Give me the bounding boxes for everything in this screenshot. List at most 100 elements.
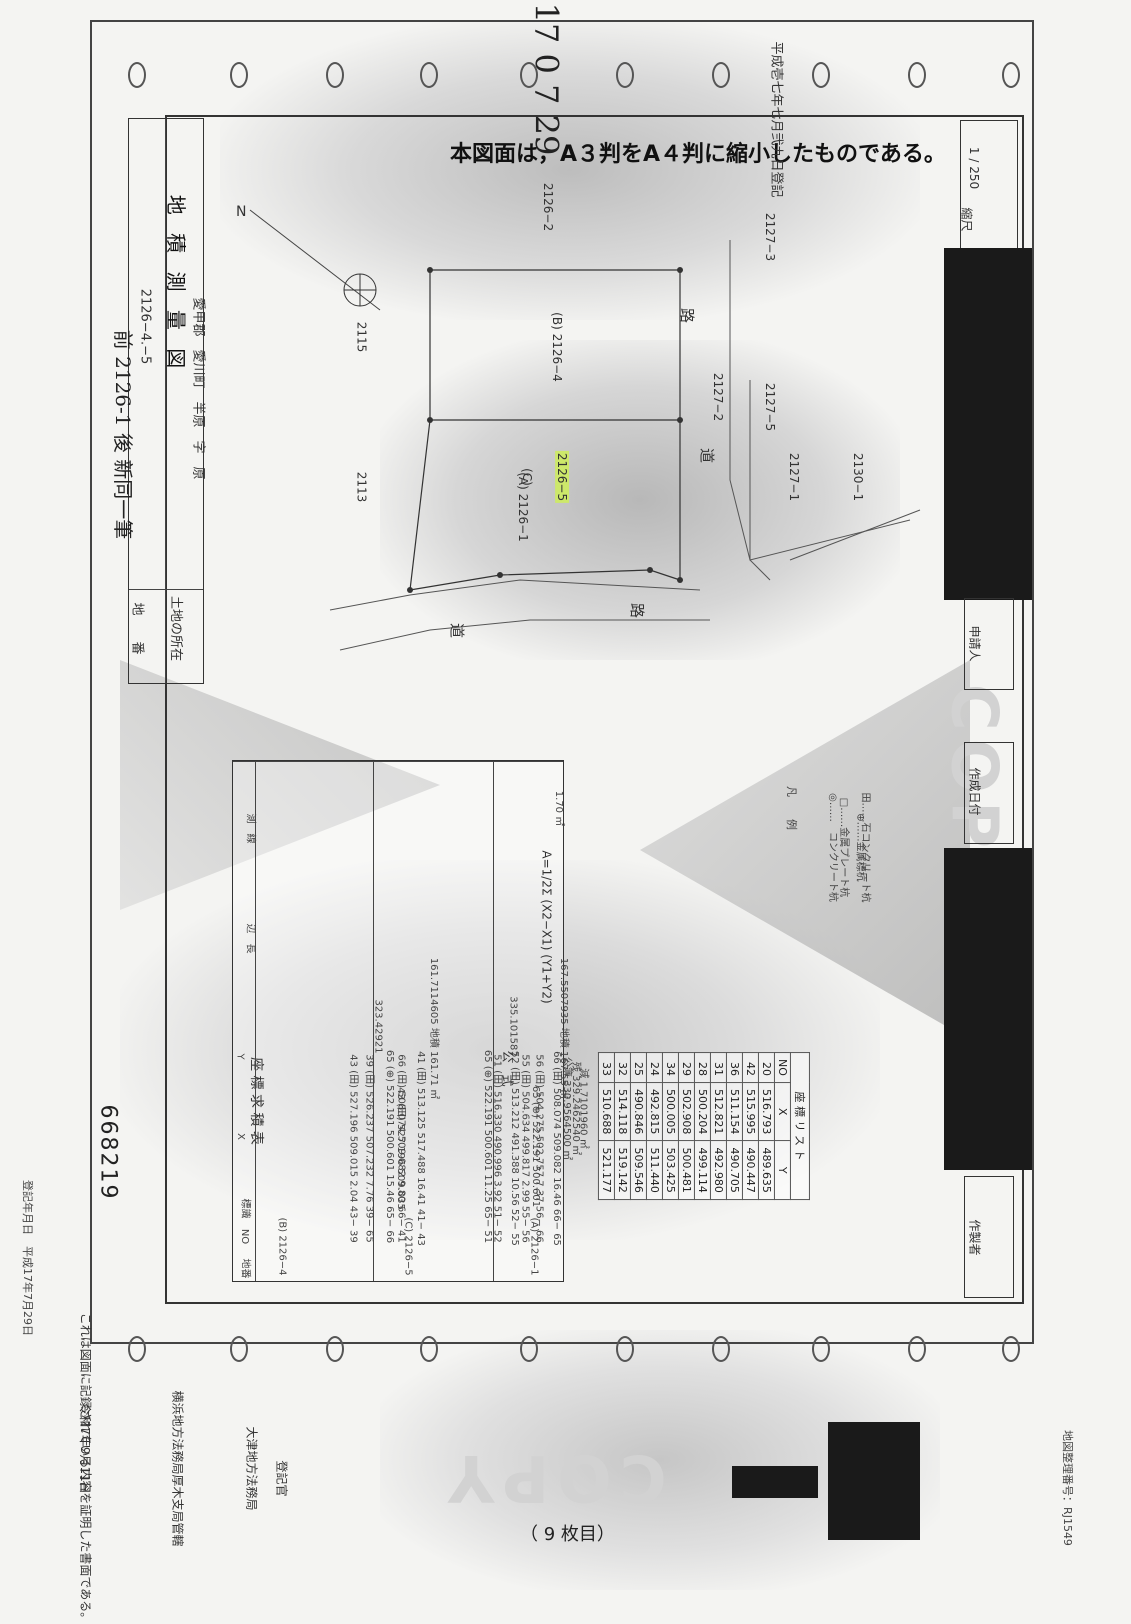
survey-point — [647, 567, 653, 573]
watermark-texture-mid — [380, 340, 900, 660]
legend: 凡 例 ◎…… コンクリート杭 □……金属プレート杭 田……石コンクリート杭 ⊕… — [780, 780, 900, 920]
redaction-box — [732, 1466, 818, 1498]
map-number: 地図整理番号：RJ1549 — [1060, 1430, 1074, 1546]
redaction-box — [944, 848, 1032, 1170]
parcel-label-2126-1: (A) 2126−1 — [515, 472, 530, 542]
parcel-label-2126-5: 2126−5 — [555, 450, 570, 504]
survey-drawing — [249, 209, 921, 651]
road-label: 道 — [698, 447, 717, 464]
location-value: 愛甲郡 愛川町 半原 字 原 — [190, 297, 206, 480]
parcel-line-2127 — [749, 380, 911, 561]
coord-table-title: 座 標 リ ス ト — [790, 1052, 810, 1200]
copy-watermark-bottom: COPY — [440, 1440, 667, 1514]
survey-point — [427, 267, 433, 273]
binder-hole — [326, 62, 344, 88]
surveyor-box: 作製者 — [964, 1176, 1014, 1298]
binder-hole — [812, 1336, 830, 1362]
group-b-row: 43 (田) 527.196 509.035 — [394, 1087, 406, 1210]
group-a-row: 減 1.7101960 ㎡ — [577, 1068, 589, 1149]
area-header-chiban: 地番 — [239, 1258, 251, 1279]
road-label: 路 — [678, 307, 697, 324]
binder-hole — [520, 1336, 538, 1362]
certificate-registrar: 大津地方法務局 — [244, 1426, 259, 1511]
scale-value: 1 / 250 — [967, 146, 982, 190]
coord-header-y: Y — [774, 1140, 791, 1200]
parcel-label-2113: 2113 — [354, 471, 369, 503]
certificate-date: 令和7年9月11日 — [77, 1403, 92, 1494]
binder-hole — [1002, 1336, 1020, 1362]
group-b-row: 65 (⊕) 522.191 500.601 15.46 65− 66 — [384, 1049, 396, 1244]
parcel-label-2115: 2115 — [354, 321, 369, 353]
area-header-no: NO — [239, 1228, 251, 1245]
binder-hole — [128, 62, 146, 88]
handwritten-date-stamp: 17 0 7 29 — [527, 2, 566, 156]
group-b-area: 161.7114605 地積 161.71 ㎡ — [428, 957, 440, 1100]
title-block: 地 番 2126−4.−5 土地の所在 愛甲郡 愛川町 半原 字 原 — [128, 118, 206, 684]
area-header-marker: 標識 — [239, 1198, 251, 1219]
map-title: 地 積 測 量 図 — [164, 194, 189, 375]
certificate-office: 横浜地方法務局厚木支局管轄 — [170, 1390, 185, 1547]
group-b-row: 39 (田) 526.237 507.232 7.76 39− 65 — [363, 1054, 375, 1243]
parcel-label-2130-1: 2130−1 — [851, 452, 866, 502]
binder-hole — [616, 62, 634, 88]
binder-hole — [712, 62, 730, 88]
area-table-title: 座 標 求 積 表 — [247, 1057, 267, 1145]
survey-point — [427, 417, 433, 423]
location-label: 土地の所在 — [168, 595, 184, 662]
document-serial: 668219 — [95, 1104, 121, 1201]
binder-hole — [128, 1336, 146, 1362]
area-table: 座 標 求 積 表 地番 NO 標識 X Y 辺 長 測 線 (B) 2126−… — [232, 760, 589, 1282]
legend-item: □……金属プレート杭 — [838, 797, 850, 898]
scale-box: 縮尺 1 / 250 — [960, 120, 1018, 252]
applicant-box: 申請人 — [964, 598, 1014, 690]
group-b-double-area: 323.42921 — [372, 999, 384, 1054]
sheet-frame — [90, 20, 1034, 1344]
certificate-registrar-title: 登記官 — [274, 1460, 289, 1497]
chiban-value: 2126−4.−5 — [137, 288, 153, 365]
doc-date-label: 作成日付 — [967, 767, 982, 816]
binder-hole — [420, 62, 438, 88]
road-label: 道 — [448, 622, 467, 639]
parcel-label-2127-1: 2127−1 — [787, 452, 802, 502]
boundary-2126-5 — [409, 419, 681, 591]
binder-hole — [812, 62, 830, 88]
area-header-line: 測 線 — [244, 813, 256, 844]
binder-hole — [616, 1336, 634, 1362]
group-c-double-area: 335.101587 — [507, 996, 519, 1057]
binder-hole — [326, 1336, 344, 1362]
parcel-label-2126-4: (B) 2126−4 — [549, 312, 564, 382]
parcel-label-2127-2: 2127−2 — [711, 372, 726, 422]
survey-point — [677, 577, 683, 583]
road-line-2 — [339, 619, 710, 651]
survey-point — [677, 417, 683, 423]
scale-label: 縮尺 — [959, 207, 974, 232]
formula-label: 公 式 — [500, 1050, 515, 1087]
left-stamp-date: 登記年月日 平成17年7月29日 — [21, 1180, 34, 1336]
road-line-1 — [329, 579, 701, 611]
legend-item: ⊕……金属標杭 — [854, 813, 866, 882]
road-line-3 — [729, 240, 771, 581]
binder-hole — [712, 1336, 730, 1362]
legend-title: 凡 例 — [785, 786, 798, 830]
group-c-label: (C) 2126−5 — [402, 1217, 414, 1276]
chiban-label: 地 番 — [129, 602, 145, 655]
doc-date-box: 作成日付 — [964, 742, 1014, 844]
group-c-row: 65 (⊕) 522.191 500.601 — [530, 1085, 542, 1208]
north-label: N — [236, 204, 247, 220]
redaction-box — [944, 248, 1032, 600]
surveyor-label: 作製者 — [967, 1219, 982, 1256]
binder-hole — [1002, 62, 1020, 88]
area-header-x: X — [234, 1133, 246, 1140]
binder-hole — [420, 1336, 438, 1362]
north-arrow-line — [249, 209, 381, 311]
formula: A=1/2Σ (X2−X1) (Y1+Y2) — [539, 850, 554, 1004]
binder-hole — [908, 1336, 926, 1362]
